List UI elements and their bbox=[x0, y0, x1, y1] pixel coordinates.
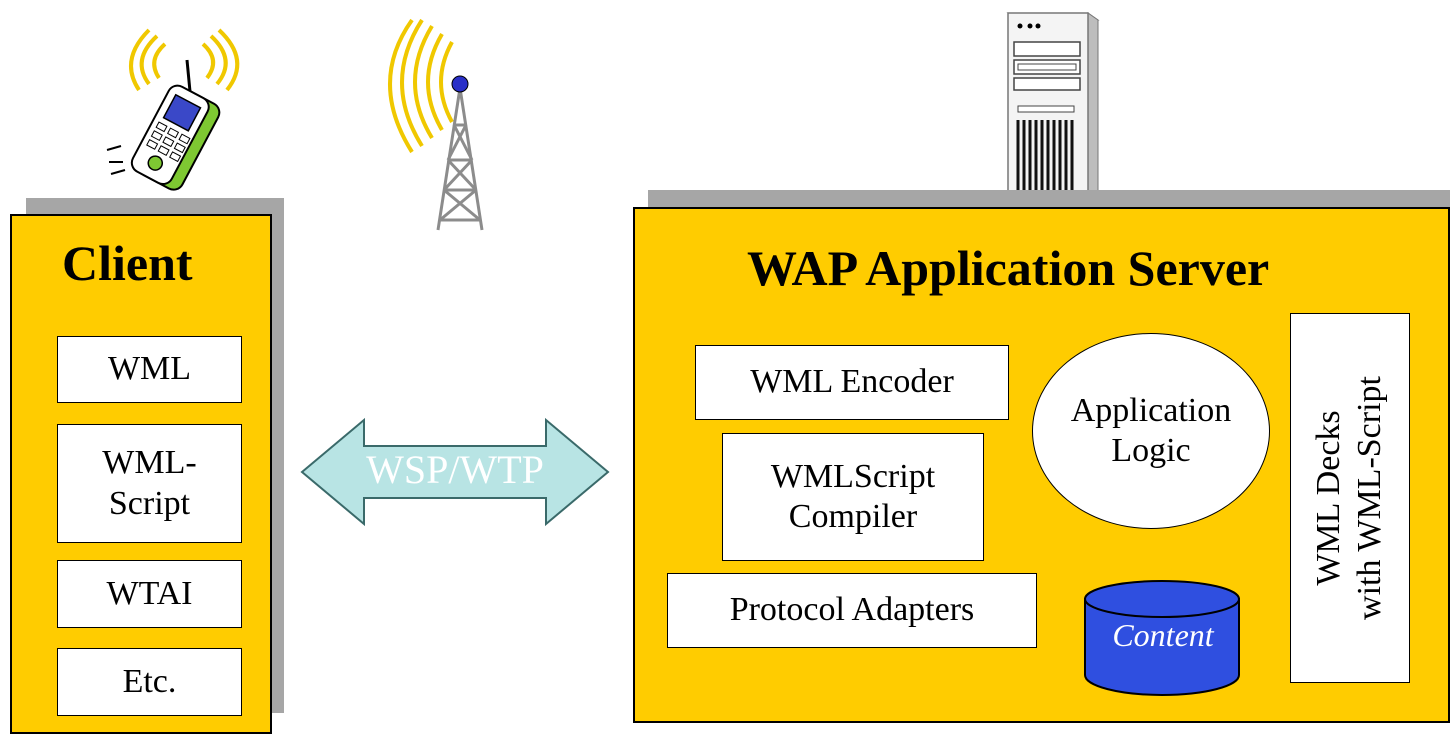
client-item-wmlscript: WML- Script bbox=[57, 424, 242, 543]
application-logic-ellipse: Application Logic bbox=[1032, 333, 1270, 529]
client-panel: Client WML WML- Script WTAI Etc. bbox=[10, 214, 272, 734]
wml-decks-label: WML Decks with WML-Script bbox=[1310, 376, 1388, 620]
protocol-adapters-box: Protocol Adapters bbox=[667, 573, 1037, 648]
wml-encoder-box: WML Encoder bbox=[695, 345, 1009, 420]
mobile-phone-icon bbox=[106, 28, 240, 191]
wml-decks-box: WML Decks with WML-Script bbox=[1290, 313, 1410, 683]
radio-tower-icon bbox=[388, 18, 484, 231]
content-label: Content bbox=[1112, 617, 1214, 653]
client-item-etc: Etc. bbox=[57, 648, 242, 716]
wsp-wtp-arrow bbox=[300, 417, 610, 527]
client-item-wml: WML bbox=[57, 336, 242, 403]
wsp-wtp-label: WSP/WTP bbox=[366, 447, 544, 492]
client-title: Client bbox=[62, 235, 193, 291]
server-tower-icon bbox=[982, 12, 1110, 211]
content-database-icon bbox=[1084, 580, 1240, 696]
client-item-wtai: WTAI bbox=[57, 560, 242, 628]
server-title: WAP Application Server bbox=[747, 240, 1270, 296]
wmlscript-compiler-box: WMLScript Compiler bbox=[722, 433, 984, 561]
server-panel: WAP Application Server WML Encoder WMLSc… bbox=[633, 207, 1450, 723]
